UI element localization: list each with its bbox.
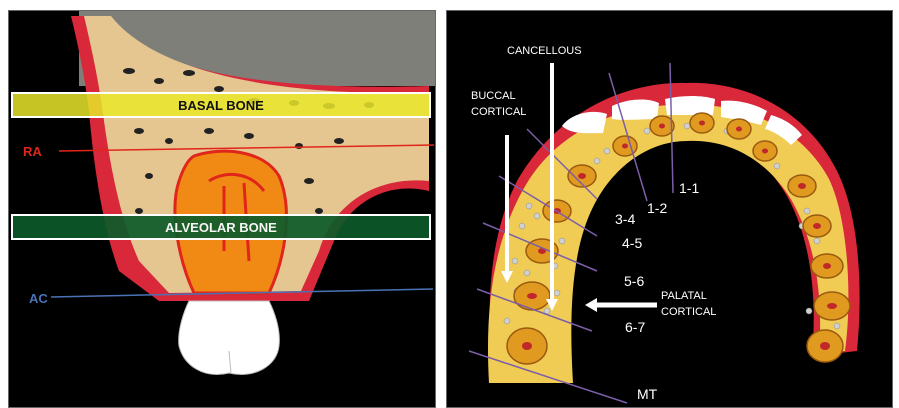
section-label-4-5: 4-5 <box>622 235 642 251</box>
erupted-tooth <box>179 301 280 374</box>
buccal-cortical-label-line2: CORTICAL <box>471 106 526 118</box>
section-label-3-4: 3-4 <box>615 211 635 227</box>
basal-bone-label: BASAL BONE <box>178 98 264 113</box>
ra-label: RA <box>23 144 42 159</box>
cancellous-label: CANCELLOUS <box>507 45 582 57</box>
section-label-1-1: 1-1 <box>679 180 699 196</box>
section-label-5-6: 5-6 <box>624 273 644 289</box>
sagittal-section-illustration: BASAL BONE RA ALVEOLAR BONE AC <box>9 11 436 408</box>
sagittal-section-panel: BASAL BONE RA ALVEOLAR BONE AC <box>8 10 436 408</box>
palatal-cortical-arrow <box>585 298 657 312</box>
ac-label: AC <box>29 291 48 306</box>
arch-section-illustration: CANCELLOUS BUCCAL CORTICAL PALATAL CORTI… <box>447 11 893 408</box>
palatal-cortical-label-line2: CORTICAL <box>661 306 716 318</box>
occlusal-section-panel: CANCELLOUS BUCCAL CORTICAL PALATAL CORTI… <box>446 10 893 408</box>
section-label-1-2: 1-2 <box>647 200 667 216</box>
alveolar-bone-label: ALVEOLAR BONE <box>165 220 277 235</box>
buccal-cortical-label-line1: BUCCAL <box>471 90 516 102</box>
palatal-cortical-label-line1: PALATAL <box>661 290 707 302</box>
section-label-6-7: 6-7 <box>625 319 645 335</box>
section-label-mt: MT <box>637 386 658 402</box>
